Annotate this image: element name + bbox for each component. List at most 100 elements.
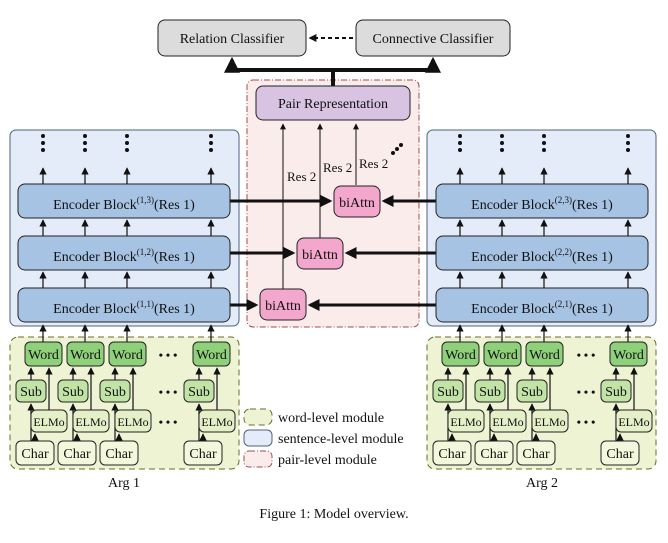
- biattn-box-1: biAttn: [259, 288, 307, 321]
- arg1-word-token-box: [24, 341, 63, 367]
- encoder-block-res: (Res 1): [154, 302, 195, 317]
- arg2-word-token-label: Word: [487, 348, 518, 363]
- arg1-elmo-token: ELMo: [72, 409, 110, 433]
- encoder-block-name: Encoder Block: [471, 302, 555, 317]
- arg1-elmo-token-label: ELMo: [33, 415, 64, 429]
- arg1-continuation-dot: [41, 148, 45, 152]
- arg2-continuation-dot: [500, 134, 504, 138]
- legend-item-word-level: word-level module: [243, 408, 384, 426]
- arg1-subword-token-box: [57, 379, 89, 403]
- encoder-block-index: (2,1): [555, 299, 572, 309]
- arg2-continuation-dot: [626, 141, 630, 145]
- arg2-subword-token-label: Sub: [437, 385, 459, 400]
- arg2-continuation-dot: [542, 134, 546, 138]
- arg2-encoder-block-2: Encoder Block(2,2)(Res 1): [435, 235, 649, 271]
- biattn-label-2: biAttn: [302, 248, 338, 263]
- pair-ellipsis: [391, 143, 403, 155]
- arg1-label: Arg 1: [108, 476, 140, 491]
- encoder-block-index: (2,3): [555, 195, 572, 205]
- arg2-elmo-token-label: ELMo: [618, 415, 649, 429]
- arg1-ellipsis: • • •: [159, 385, 178, 399]
- arg2-elmo-token: ELMo: [531, 409, 569, 433]
- arg2-word-token-box: [609, 341, 648, 367]
- arg1-subword-token-box: [99, 379, 131, 403]
- arg2-continuation-dot: [500, 141, 504, 145]
- model-overview-diagram: Relation Classifier Connective Classifie…: [9, 19, 657, 491]
- relation-classifier-label: Relation Classifier: [180, 32, 285, 47]
- arg1-subword-token-label: Sub: [188, 385, 210, 400]
- arg2-subword-token-label: Sub: [479, 385, 501, 400]
- biattn-box-2: biAttn: [296, 237, 344, 270]
- arg2-char-token-box: [516, 440, 556, 466]
- arg2-elmo-token-label: ELMo: [450, 415, 481, 429]
- svg-text:Encoder Block(2,3)(Res 1): Encoder Block(2,3)(Res 1): [471, 195, 613, 213]
- encoder-block-res: (Res 1): [572, 302, 613, 317]
- arg1-subword-token-label: Sub: [104, 385, 126, 400]
- arg2-continuation-dot: [500, 148, 504, 152]
- arg1-subword-token-box: [183, 379, 215, 403]
- arg2-elmo-token: ELMo: [447, 409, 485, 433]
- arg2-word-token-label: Word: [445, 348, 476, 363]
- arg1-word-token-label: Word: [70, 348, 101, 363]
- arg2-elmo-token: ELMo: [615, 409, 653, 433]
- arg2-char-token-label: Char: [606, 447, 634, 462]
- arg1-word-token: Word: [24, 341, 63, 367]
- encoder-block-name: Encoder Block: [471, 250, 555, 265]
- connective-classifier: Connective Classifier: [355, 19, 511, 57]
- pair-representation-label: Pair Representation: [278, 97, 388, 112]
- arg1-subword-token: Sub: [183, 379, 215, 403]
- arg2-continuation-dot: [542, 141, 546, 145]
- encoder-block-index: (1,1): [137, 299, 154, 309]
- arg2-continuation-dot: [626, 134, 630, 138]
- arg1-char-token-box: [57, 440, 97, 466]
- arg2-subword-token-box: [516, 379, 548, 403]
- encoder-block-index: (1,2): [137, 247, 154, 257]
- encoder-block-res: (Res 1): [154, 198, 195, 213]
- arg2-elmo-token-label: ELMo: [492, 415, 523, 429]
- encoder-block-name: Encoder Block: [471, 198, 555, 213]
- arg2-word-token-box: [441, 341, 480, 367]
- arg1-continuation-dot: [83, 141, 87, 145]
- arg2-char-token: Char: [432, 440, 472, 466]
- arg2-continuation-dot: [458, 141, 462, 145]
- arg1-char-token: Char: [57, 440, 97, 466]
- arg2-subword-token-box: [432, 379, 464, 403]
- arg2-char-token-label: Char: [480, 447, 508, 462]
- svg-text:Encoder Block(1,2)(Res 1): Encoder Block(1,2)(Res 1): [53, 247, 195, 265]
- arg2-word-token-label: Word: [529, 348, 560, 363]
- arg1-ellipsis: • • •: [159, 348, 178, 362]
- arg1-elmo-token-box: [72, 409, 110, 433]
- arg2-char-token-label: Char: [522, 447, 550, 462]
- encoder-block-index: (1,3): [137, 195, 154, 205]
- arg2-subword-token-box: [474, 379, 506, 403]
- arg2-continuation-dot: [626, 148, 630, 152]
- arg2-elmo-token: ELMo: [489, 409, 527, 433]
- arg2-word-module: [426, 336, 657, 470]
- biattn-label-3: biAttn: [339, 196, 375, 211]
- arg1-elmo-token: ELMo: [30, 409, 68, 433]
- res2-label-3: Res 2: [359, 156, 388, 171]
- arg2-ellipsis: • • •: [577, 385, 596, 399]
- pair-representation: Pair Representation: [255, 85, 411, 121]
- arg2-encoder-block-1: Encoder Block(2,1)(Res 1): [435, 287, 649, 323]
- legend: word-level module sentence-level module …: [243, 408, 404, 468]
- arg2-word-token-label: Word: [613, 348, 644, 363]
- arg2-word-token: Word: [483, 341, 522, 367]
- arg1-elmo-token: ELMo: [114, 409, 152, 433]
- arg1-elmo-token: ELMo: [198, 409, 236, 433]
- arg1-continuation-dot: [209, 141, 213, 145]
- arg1-char-token: Char: [183, 440, 223, 466]
- arg2-continuation-dot: [458, 148, 462, 152]
- arg1-elmo-token-box: [198, 409, 236, 433]
- encoder-block-res: (Res 1): [572, 198, 613, 213]
- arg1-subword-token: Sub: [57, 379, 89, 403]
- legend-label: word-level module: [278, 411, 384, 426]
- arg1-word-module: [9, 336, 240, 470]
- arg1-elmo-token-box: [30, 409, 68, 433]
- arg1-continuation-dot: [125, 134, 129, 138]
- encoder-block-res: (Res 1): [154, 250, 195, 265]
- arg1-char-token: Char: [15, 440, 55, 466]
- arg1-word-token-label: Word: [196, 348, 227, 363]
- arg2-elmo-token-box: [615, 409, 653, 433]
